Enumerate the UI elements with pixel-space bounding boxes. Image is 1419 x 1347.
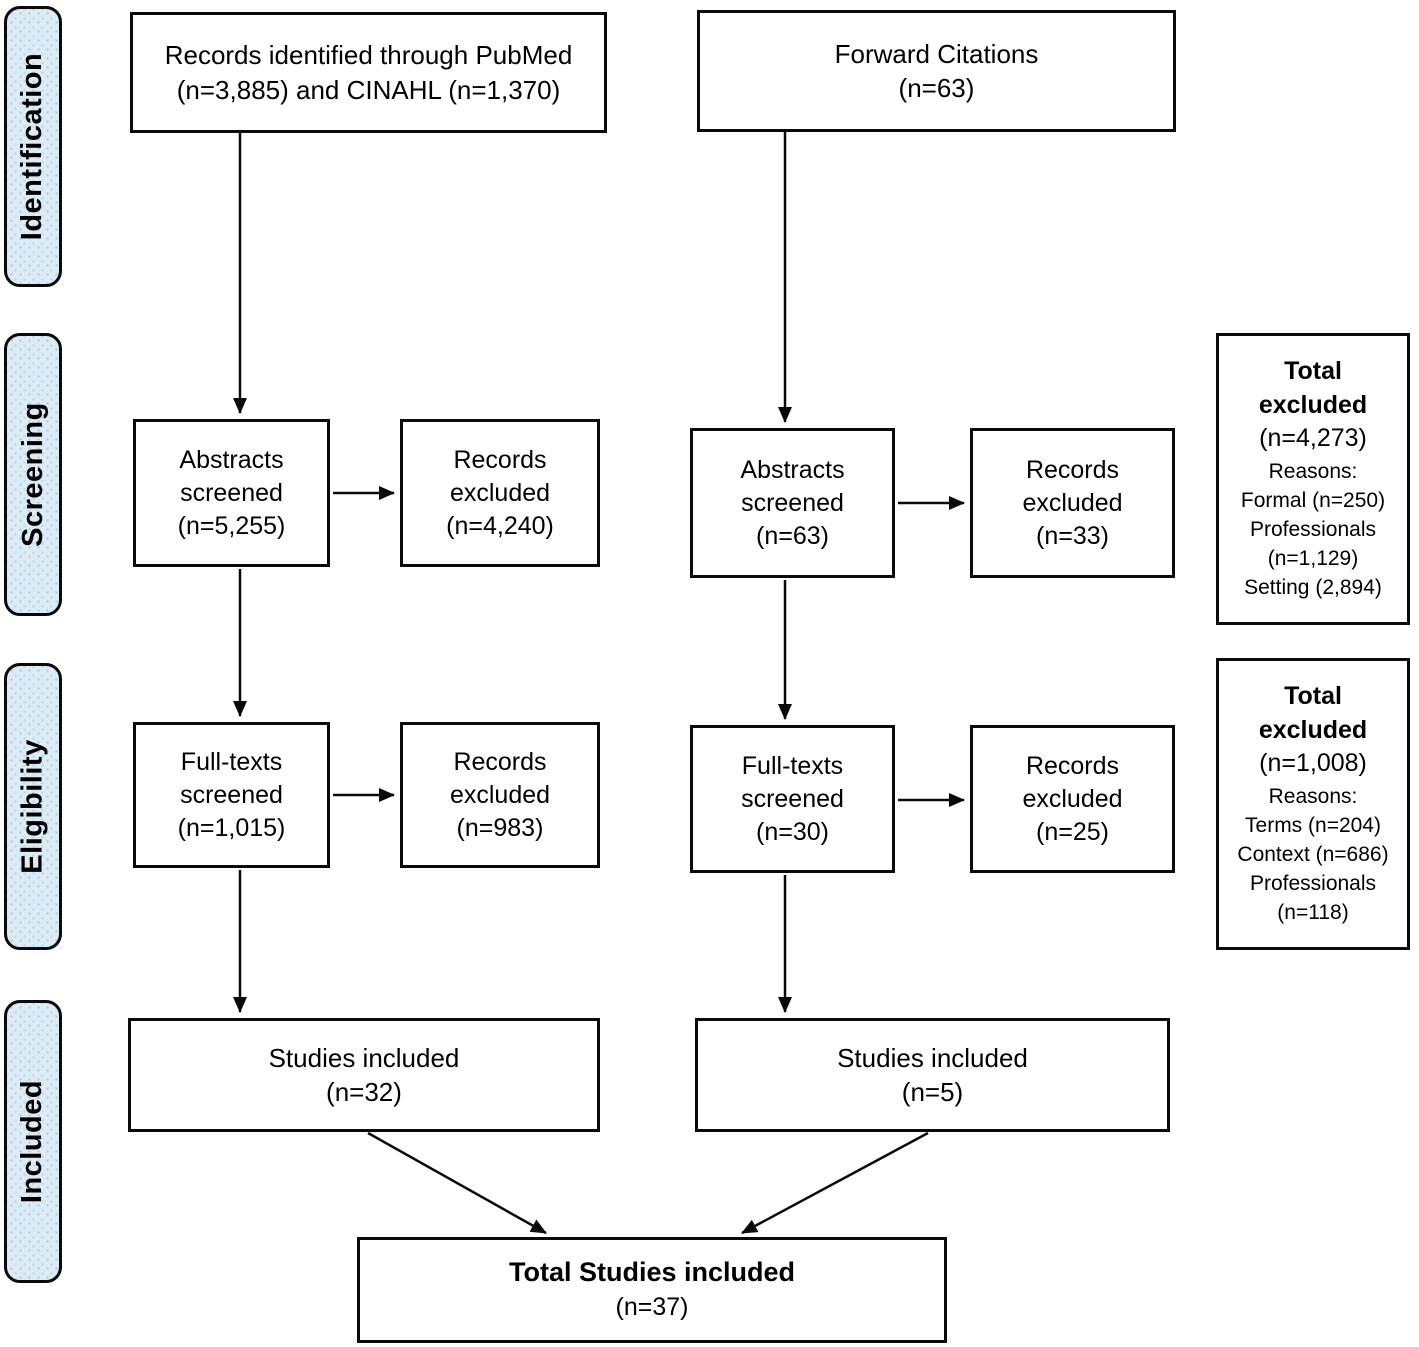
total-studies-included-box: Total Studies included (n=37) (357, 1237, 947, 1343)
total-excluded-screening-reasons: Reasons: Formal (n=250) Professionals (n… (1240, 460, 1386, 600)
abstracts-screened-pubmed-box: Abstracts screened (n=5,255) (133, 419, 330, 567)
forward-citations-box: Forward Citations (n=63) (697, 10, 1176, 132)
total-excluded-screening-panel: Total excluded (n=4,273) Reasons: Formal… (1216, 333, 1410, 625)
fulltexts-screened-pubmed-box: Full-texts screened (n=1,015) (133, 722, 330, 868)
total-excluded-screening-title: Total excluded (1258, 356, 1368, 419)
records-identified-box: Records identified through PubMed (n=3,8… (130, 12, 607, 133)
stage-included: Included (4, 1000, 62, 1283)
records-excluded-abstracts-citations-box: Records excluded (n=33) (970, 428, 1175, 578)
abstracts-screened-citations-box: Abstracts screened (n=63) (690, 428, 895, 578)
total-studies-included-title: Total Studies included (508, 1256, 796, 1287)
total-excluded-eligibility-reasons: Reasons: Terms (n=204) Context (n=686) P… (1237, 785, 1389, 925)
stage-identification-label: Identification (16, 52, 49, 241)
records-excluded-fulltexts-citations-box: Records excluded (n=25) (970, 725, 1175, 873)
total-excluded-eligibility-title: Total excluded (1258, 681, 1368, 744)
total-excluded-eligibility-count: (n=1,008) (1259, 749, 1367, 778)
records-excluded-fulltexts-pubmed-box: Records excluded (n=983) (400, 722, 600, 868)
studies-included-pubmed-box: Studies included (n=32) (128, 1018, 600, 1132)
stage-eligibility: Eligibility (4, 663, 62, 950)
stage-eligibility-label: Eligibility (16, 739, 49, 874)
fulltexts-screened-citations-box: Full-texts screened (n=30) (690, 725, 895, 873)
stage-included-label: Included (16, 1079, 49, 1204)
arrow-included-citations-to-total (741, 1131, 929, 1235)
total-excluded-screening-count: (n=4,273) (1259, 424, 1367, 453)
studies-included-citations-box: Studies included (n=5) (695, 1018, 1170, 1132)
records-excluded-abstracts-pubmed-box: Records excluded (n=4,240) (400, 419, 600, 567)
stage-screening-label: Screening (16, 402, 49, 547)
total-studies-included-count: (n=37) (615, 1293, 689, 1322)
arrow-included-pubmed-to-total (367, 1131, 547, 1235)
stage-screening: Screening (4, 333, 62, 616)
total-excluded-eligibility-panel: Total excluded (n=1,008) Reasons: Terms … (1216, 658, 1410, 950)
stage-identification: Identification (4, 6, 62, 287)
